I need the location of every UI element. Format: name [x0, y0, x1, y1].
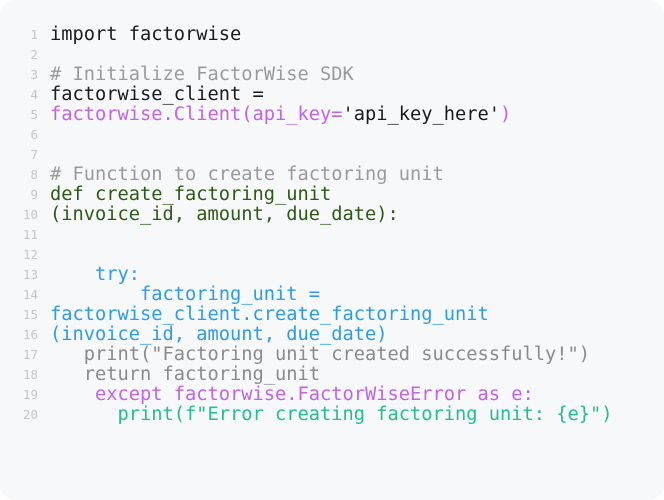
line-number: 19: [22, 387, 38, 402]
line-number: 4: [30, 87, 38, 102]
code-token: print(f"Error creating factoring unit: {…: [50, 404, 613, 425]
line-text: return factoring_unit: [50, 365, 320, 385]
code-token: try:: [50, 264, 141, 285]
line-text: (invoice_id, amount, due_date):: [50, 205, 399, 225]
code-token: # Initialize FactorWise SDK: [50, 64, 354, 85]
code-token: return factoring_unit: [50, 364, 321, 385]
line-number: 7: [30, 147, 38, 162]
code-token: def create_factoring_unit: [50, 184, 332, 205]
code-token: (invoice_id, amount, due_date): [50, 324, 388, 345]
line-number: 17: [22, 347, 38, 362]
line-number: 13: [22, 267, 38, 282]
line-text: except factorwise.FactorWiseError as e:: [50, 385, 534, 405]
line-number: 10: [22, 207, 38, 222]
line-number: 2: [30, 47, 38, 62]
line-number: 6: [30, 127, 38, 142]
code-token: (invoice_id, amount, due_date):: [50, 204, 399, 225]
line-text: def create_factoring_unit: [50, 185, 331, 205]
code-token: ): [500, 104, 512, 125]
line-text: print("Factoring unit created successful…: [50, 345, 590, 365]
line-number: 20: [22, 407, 38, 422]
line-number: 5: [30, 107, 38, 122]
line-number: 15: [22, 307, 38, 322]
code-token: except factorwise.FactorWiseError as e:: [50, 384, 534, 405]
code-token: factorwise.Client(api_key=: [50, 104, 343, 125]
line-number: 14: [22, 287, 38, 302]
line-text: try:: [50, 265, 140, 285]
line-text: factorwise.Client(api_key='api_key_here'…: [50, 105, 511, 125]
line-number: 11: [22, 227, 38, 242]
line-text: print(f"Error creating factoring unit: {…: [50, 405, 613, 425]
line-number: 12: [22, 247, 38, 262]
line-number: 3: [30, 67, 38, 82]
line-number: 8: [30, 167, 38, 182]
code-token: 'api_key_here': [342, 104, 501, 125]
line-number: 16: [22, 327, 38, 342]
code-token: factorwise_client =: [50, 84, 264, 105]
line-number: 1: [30, 27, 38, 42]
line-number: 18: [22, 367, 38, 382]
line-text: import factorwise: [50, 25, 241, 45]
line-text: factorwise_client.create_factoring_unit: [50, 305, 489, 325]
line-text: # Function to create factoring unit: [50, 165, 444, 185]
line-number: 9: [30, 187, 38, 202]
line-text: factorwise_client =: [50, 85, 264, 105]
code-token: factorwise_client.create_factoring_unit: [50, 304, 489, 325]
line-text: factoring_unit =: [50, 285, 320, 305]
code-token: import factorwise: [50, 24, 242, 45]
code-token: print("Factoring unit created successful…: [50, 344, 591, 365]
line-text: (invoice_id, amount, due_date): [50, 325, 388, 345]
line-text: # Initialize FactorWise SDK: [50, 65, 354, 85]
code-token: # Function to create factoring unit: [50, 164, 444, 185]
code-token: factoring_unit =: [50, 284, 321, 305]
